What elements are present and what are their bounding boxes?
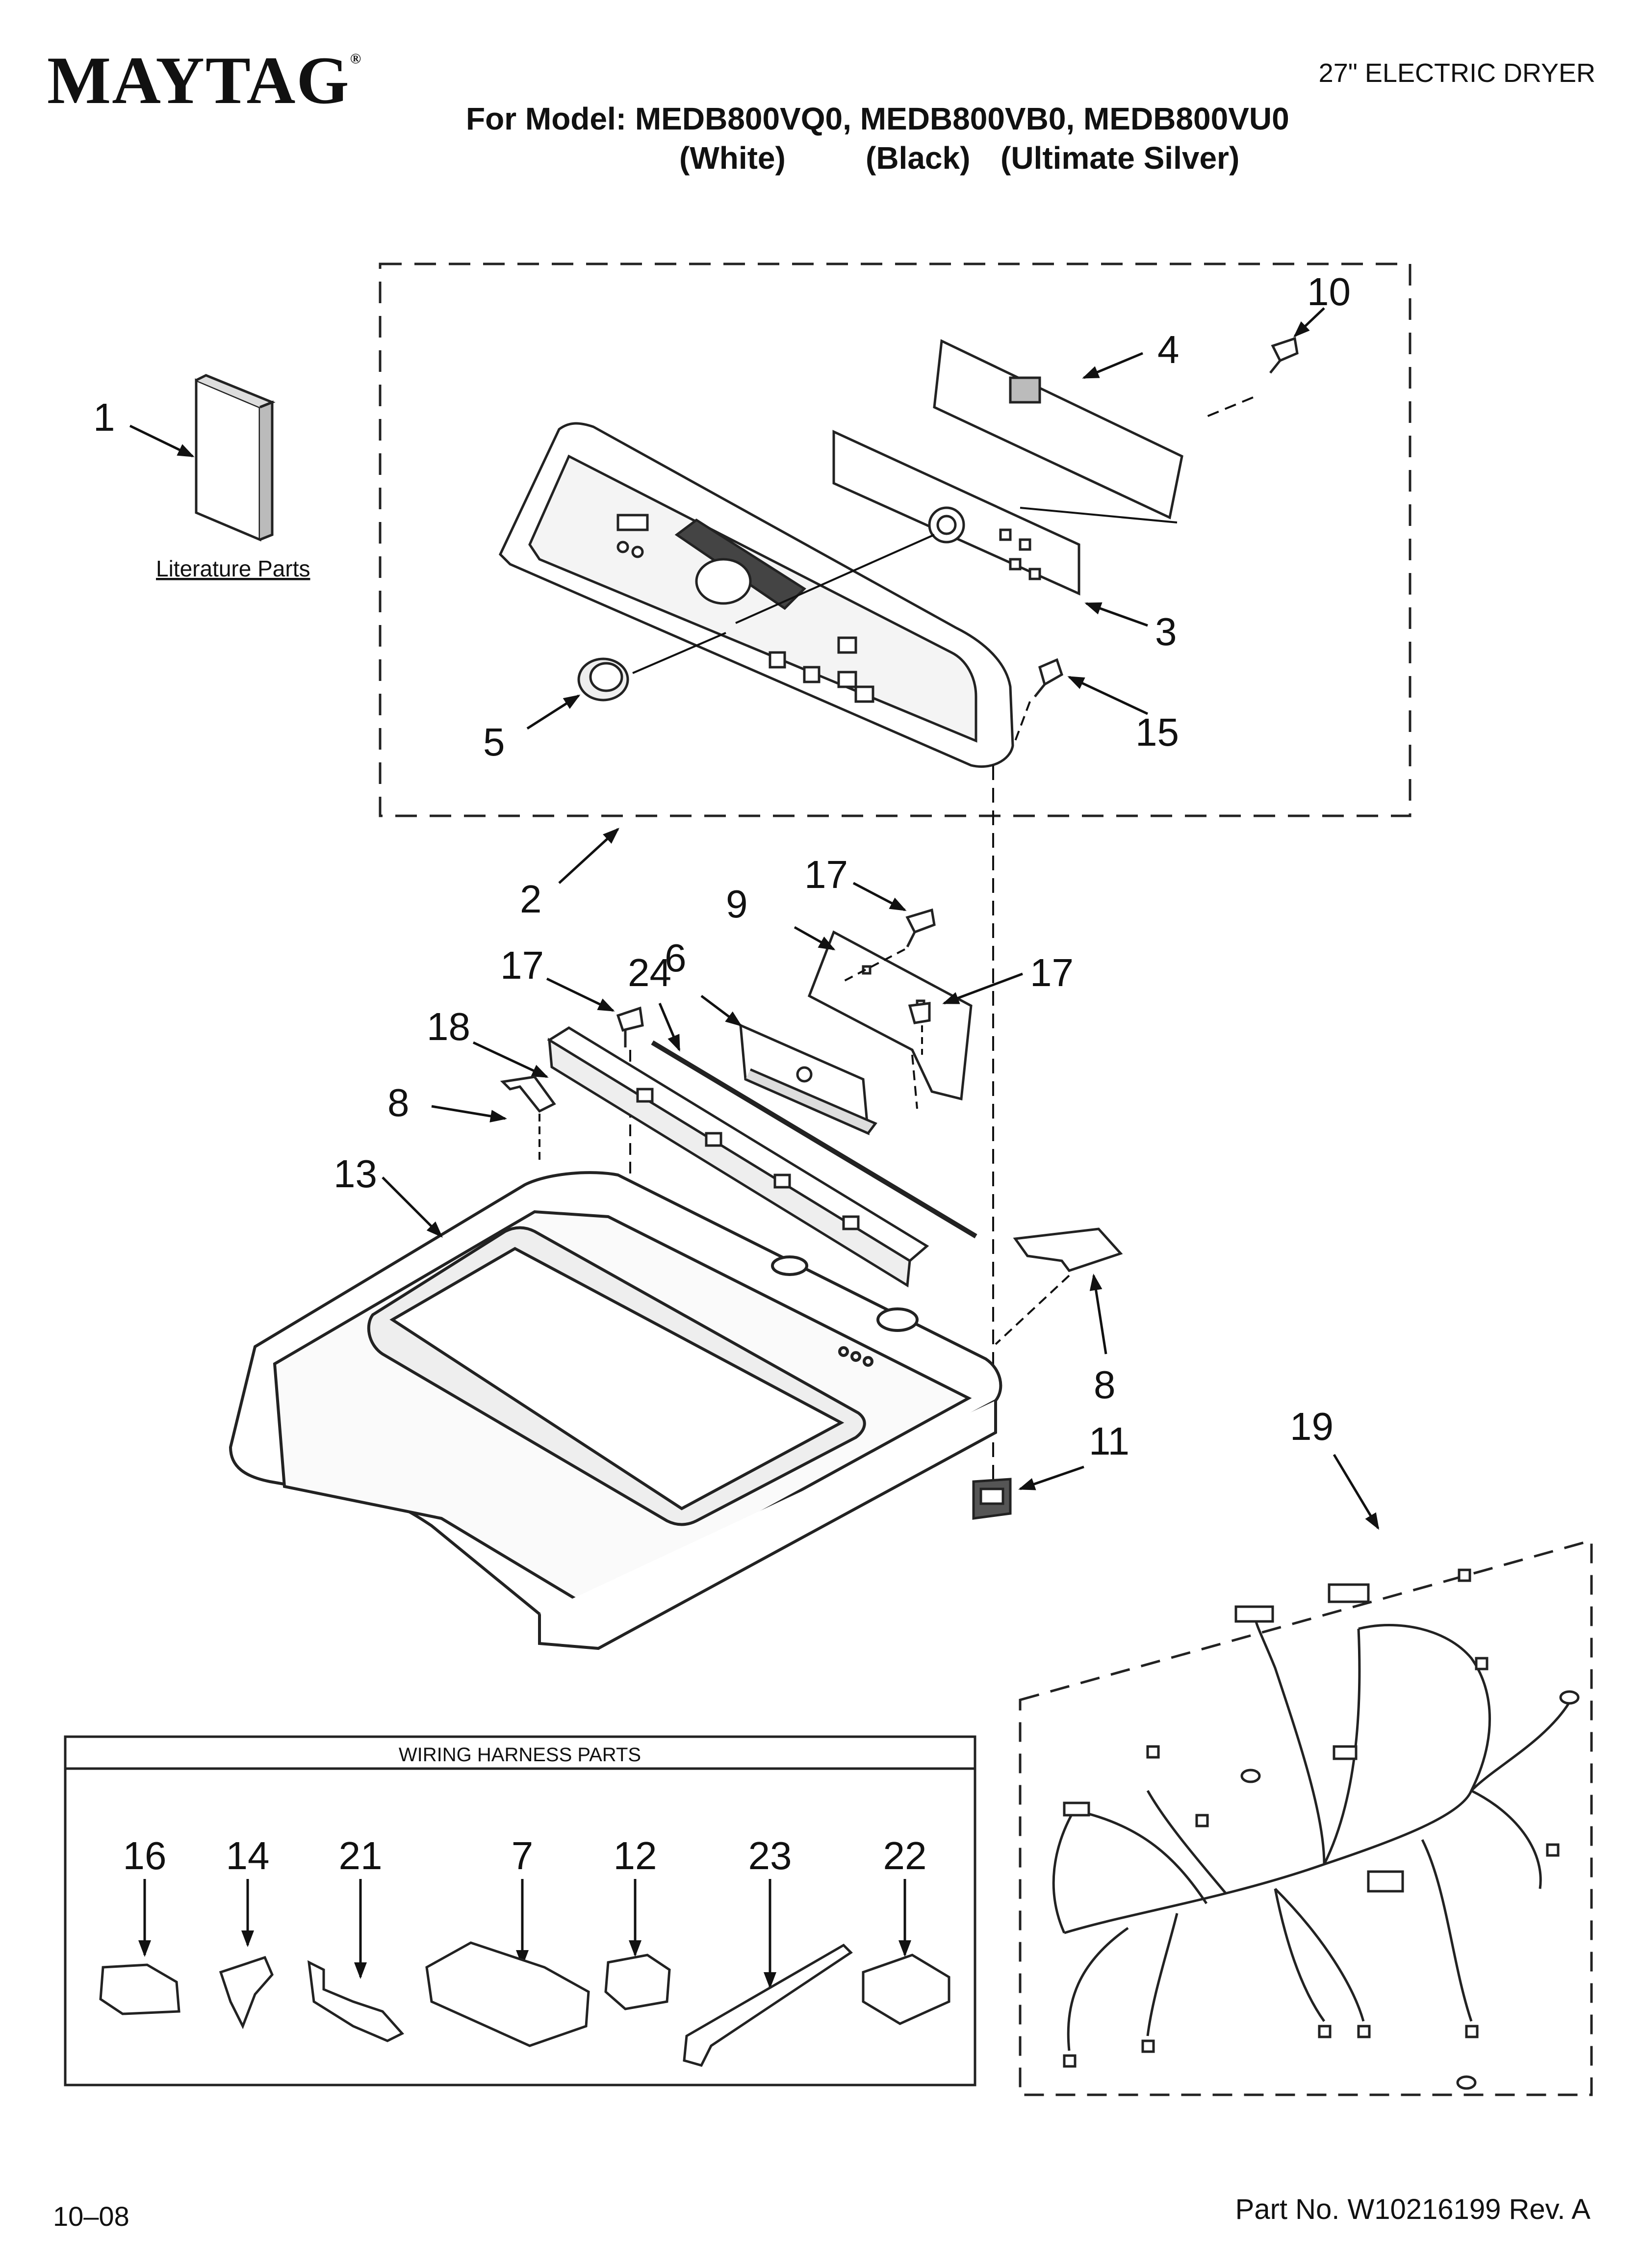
arrow-13 (382, 1176, 443, 1238)
color-ultimate-silver: (Ultimate Silver) (1001, 140, 1240, 176)
arrow-11 (1018, 1465, 1084, 1490)
machine-control-part (739, 1023, 877, 1135)
control-board-part (933, 339, 1183, 520)
console-bracket-part (547, 1026, 929, 1288)
arrow-15 (1067, 676, 1149, 715)
callout-11: 11 (1089, 1419, 1129, 1463)
part-number: Part No. W10216199 Rev. A (1235, 2193, 1591, 2225)
callout-16: 16 (123, 1834, 167, 1877)
screw-15-leader (1014, 701, 1031, 741)
harness-connectors (1063, 1568, 1580, 2090)
wiring-part-arrows (138, 1879, 911, 1989)
callout-5: 5 (483, 720, 505, 764)
arrow-1 (129, 424, 195, 458)
model-line: For Model: MEDB800VQ0, MEDB800VB0, MEDB8… (466, 101, 1289, 136)
arrow-5 (526, 694, 581, 730)
callout-15: 15 (1135, 710, 1179, 754)
callout-21: 21 (339, 1834, 383, 1877)
part-16-connector (99, 1963, 180, 2015)
arrow-6 (700, 995, 743, 1027)
callout-23: 23 (748, 1834, 792, 1877)
screw-10-part (1269, 337, 1299, 374)
callout-8-right: 8 (1094, 1363, 1116, 1407)
part-7-block (425, 1941, 590, 2047)
screw-10-leader (1205, 396, 1254, 418)
callout-1: 1 (93, 395, 115, 439)
arrow-17-left (546, 977, 615, 1012)
screw-17-top-part (905, 908, 936, 948)
arrow-3 (1084, 602, 1148, 627)
wiring-harness-part (1052, 1618, 1571, 2051)
foot-part (972, 1478, 1012, 1520)
arrow-17-top (852, 882, 907, 912)
screw-17-left-part (616, 1006, 644, 1047)
part-14-clip (219, 1955, 274, 2030)
control-panel-group-box (379, 262, 1411, 817)
callout-17-right: 17 (1030, 951, 1074, 994)
color-white: (White) (679, 140, 786, 176)
user-interface-board-part (832, 430, 1080, 596)
callout-14: 14 (226, 1834, 270, 1877)
arrow-24 (658, 1003, 681, 1052)
arrow-19 (1333, 1454, 1380, 1530)
screw-17-top-leader (843, 948, 905, 982)
callout-22: 22 (883, 1834, 927, 1877)
arrow-10 (1293, 307, 1325, 338)
console-part (498, 422, 1014, 768)
literature-book-part (195, 374, 276, 542)
callout-13: 13 (334, 1152, 377, 1196)
callout-8-left: 8 (387, 1081, 410, 1124)
brand-logo: MAYTAG® (47, 43, 362, 118)
pad-right-part (1013, 1227, 1123, 1272)
revision-date: 10–08 (53, 2201, 129, 2232)
callout-24: 24 (628, 951, 671, 994)
part-22-cap (862, 1954, 950, 2025)
callout-17-left: 17 (500, 943, 544, 987)
callout-2: 2 (520, 877, 542, 921)
arrow-17-right (942, 972, 1023, 1005)
gasket-strip-part (651, 1040, 977, 1239)
callout-9: 9 (726, 882, 748, 926)
wiring-small-parts (99, 1941, 950, 2067)
knob-part (577, 657, 629, 702)
arrow-2 (558, 828, 619, 884)
callout-17-top: 17 (804, 853, 848, 896)
callout-3: 3 (1155, 610, 1177, 653)
arrow-4 (1082, 352, 1143, 379)
part-23-tie (683, 1943, 853, 2067)
wiring-parts-title: WIRING HARNESS PARTS (399, 1744, 641, 1766)
screw-15-part (1034, 658, 1064, 698)
pad-left-part (500, 1075, 556, 1113)
color-black: (Black) (866, 140, 971, 176)
literature-parts-label: Literature Parts (156, 556, 310, 581)
callout-7: 7 (512, 1834, 534, 1877)
arrow-9 (794, 926, 836, 951)
part-12-housing (604, 1954, 671, 2010)
callout-19: 19 (1290, 1405, 1334, 1448)
ui-board-leader-line (735, 534, 935, 624)
product-type: 27" ELECTRIC DRYER (1318, 58, 1595, 88)
callout-4: 4 (1157, 328, 1180, 371)
screw-17-right-part (908, 1002, 931, 1024)
part-21-terminal (307, 1960, 405, 2042)
harness-group-box (1019, 1538, 1593, 2096)
callout-12: 12 (614, 1834, 657, 1877)
control-board-leader-line (1020, 507, 1178, 523)
cabinet-top-part (229, 1171, 1002, 1650)
arrow-8-left (431, 1105, 507, 1122)
knob-leader-line (632, 632, 726, 674)
callout-18: 18 (427, 1005, 470, 1048)
arrow-8-right (1089, 1274, 1107, 1355)
arrow-18 (472, 1041, 549, 1078)
callout-10: 10 (1307, 270, 1351, 313)
machine-control-leader (911, 1054, 918, 1109)
callout-6: 6 (665, 936, 687, 980)
